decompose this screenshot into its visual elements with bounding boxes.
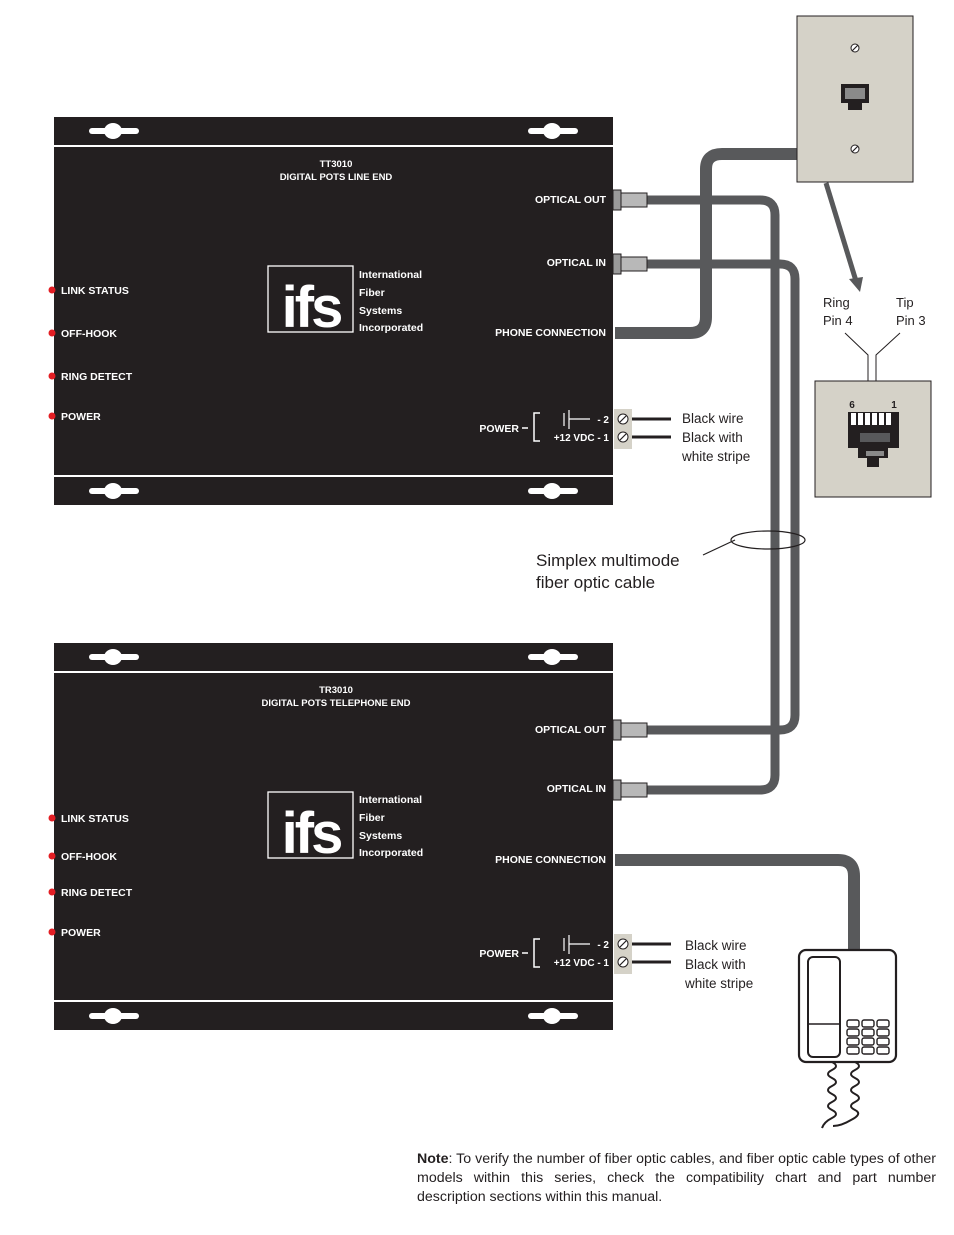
indicator-leds <box>48 814 56 936</box>
cable-label-leader <box>702 539 736 556</box>
tip-pin-label: Pin 3 <box>896 313 926 328</box>
logo-name-line-1: International <box>359 269 422 281</box>
indicator-power: POWER <box>61 927 101 939</box>
led-ring-detect <box>48 888 56 896</box>
power-label: POWER <box>479 423 519 435</box>
logo-name-line-2: Fiber <box>359 812 385 824</box>
wire-black-white-label-line1: Black with <box>685 957 746 972</box>
cable-label-line1: Simplex multimode <box>536 551 680 570</box>
jack-pinout-detail: Ring Pin 4 Tip Pin 3 6 1 <box>814 295 932 498</box>
indicator-off-hook: OFF-HOOK <box>61 328 117 340</box>
phone-cable-to-telephone <box>615 854 860 952</box>
ring-pin-label: Pin 4 <box>823 313 853 328</box>
logo-name-line-3: Systems <box>359 830 402 842</box>
logo-name-line-4: Incorporated <box>359 847 423 859</box>
unit-model: TT3010 <box>320 159 353 170</box>
port-optical-out-label: OPTICAL OUT <box>535 194 607 206</box>
tip-label: Tip <box>896 295 914 310</box>
ring-label: Ring <box>823 295 850 310</box>
indicator-off-hook: OFF-HOOK <box>61 851 117 863</box>
telephone-keypad <box>846 1019 890 1055</box>
wire-black-white-label-line2: white stripe <box>681 449 750 464</box>
logo-letters: ifs <box>282 801 341 866</box>
unit-description: DIGITAL POTS LINE END <box>280 172 393 183</box>
mounting-holes <box>89 123 578 499</box>
led-ring-detect <box>48 372 56 380</box>
fiber-cable-a <box>645 195 780 795</box>
terminal-negative: - 2 <box>597 940 609 951</box>
terminal-positive: +12 VDC - 1 <box>554 433 610 444</box>
indicator-ring-detect: RING DETECT <box>61 887 133 899</box>
logo-name-line-2: Fiber <box>359 287 385 299</box>
led-power <box>48 928 56 936</box>
handset-cord <box>832 1061 860 1127</box>
indicator-leds <box>48 286 56 420</box>
logo-name-line-4: Incorporated <box>359 322 423 334</box>
unit-tt3010: TT3010 DIGITAL POTS LINE END LINK STATUS… <box>48 117 750 505</box>
unit-description: DIGITAL POTS TELEPHONE END <box>261 698 410 709</box>
led-off-hook <box>48 852 56 860</box>
power-terminal-block: POWER - 2 +12 VDC - 1 <box>479 409 671 449</box>
note-lead: Note <box>417 1151 449 1167</box>
indicator-link-status: LINK STATUS <box>61 285 129 297</box>
optical-in-connector <box>612 253 648 275</box>
unit-body <box>54 673 613 1000</box>
wire-black-label: Black wire <box>682 411 744 426</box>
logo-letters: ifs <box>282 275 341 340</box>
indicator-ring-detect: RING DETECT <box>61 371 133 383</box>
led-off-hook <box>48 329 56 337</box>
handset-cord <box>821 1061 837 1129</box>
wire-black-white-label-line2: white stripe <box>684 976 753 991</box>
mounting-flange-bottom <box>54 477 613 505</box>
port-phone-label: PHONE CONNECTION <box>495 327 606 339</box>
pin-1-label: 1 <box>891 400 897 411</box>
indicator-power: POWER <box>61 411 101 423</box>
port-optical-in-label: OPTICAL IN <box>547 783 606 795</box>
unit-tr3010: TR3010 DIGITAL POTS TELEPHONE END LINK S… <box>48 643 753 1030</box>
detail-arrow-head <box>849 277 863 292</box>
power-terminal-block: POWER - 2 +12 VDC - 1 <box>479 934 671 974</box>
pin-6-label: 6 <box>849 400 855 411</box>
optical-out-connector <box>612 719 648 741</box>
unit-model: TR3010 <box>319 685 353 696</box>
cable-bundle-ellipse <box>730 530 806 550</box>
mounting-flange-top <box>54 117 613 145</box>
led-power <box>48 412 56 420</box>
optical-in-connector <box>612 779 648 801</box>
rj-jack-icon <box>848 412 899 467</box>
cable-label-line2: fiber optic cable <box>536 573 655 592</box>
port-phone-label: PHONE CONNECTION <box>495 854 606 866</box>
led-link-status <box>48 286 56 294</box>
indicator-link-status: LINK STATUS <box>61 813 129 825</box>
fiber-cable-b <box>645 259 800 735</box>
note-text: : To verify the number of fiber optic ca… <box>417 1151 936 1205</box>
mounting-flange-bottom <box>54 1002 613 1030</box>
mounting-flange-top <box>54 643 613 671</box>
mounting-holes <box>89 649 578 1024</box>
led-link-status <box>48 814 56 822</box>
screw-icon <box>850 144 860 154</box>
wall-plate <box>796 15 914 183</box>
terminal-negative: - 2 <box>597 415 609 426</box>
logo-name-line-3: Systems <box>359 305 402 317</box>
wire-black-white-label-line1: Black with <box>682 430 743 445</box>
telephone-icon <box>797 948 898 1129</box>
compatibility-note: Note: To verify the number of fiber opti… <box>417 1150 936 1207</box>
optical-out-connector <box>612 189 648 211</box>
wire-black-label: Black wire <box>685 938 747 953</box>
port-optical-out-label: OPTICAL OUT <box>535 724 607 736</box>
terminal-positive: +12 VDC - 1 <box>554 958 610 969</box>
phone-cable-to-wall <box>615 148 800 339</box>
logo-name-line-1: International <box>359 794 422 806</box>
detail-arrow <box>823 182 859 282</box>
ifs-logo: ifs International Fiber Systems Incorpor… <box>267 791 423 866</box>
ifs-logo: ifs International Fiber Systems Incorpor… <box>267 265 423 340</box>
screw-icon <box>850 43 860 53</box>
unit-body <box>54 147 613 475</box>
fiber-optic-cables <box>645 195 800 795</box>
power-label: POWER <box>479 948 519 960</box>
port-optical-in-label: OPTICAL IN <box>547 257 606 269</box>
